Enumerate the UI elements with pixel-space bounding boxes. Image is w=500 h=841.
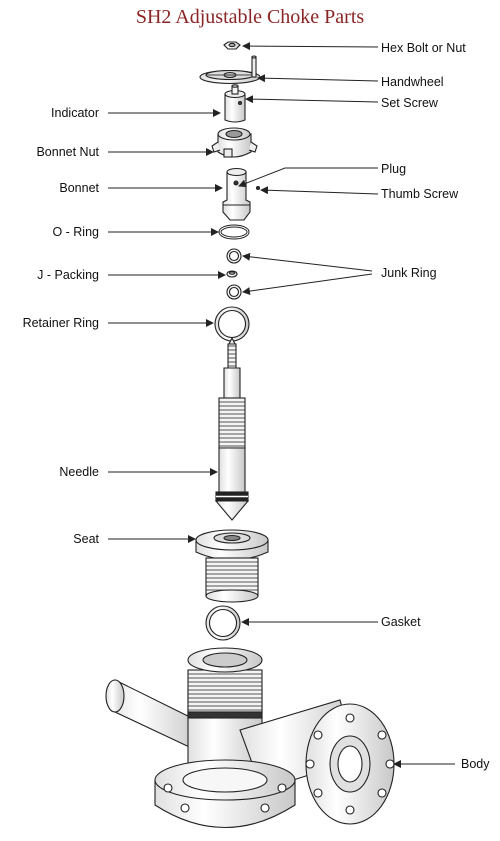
label-bonnet: Bonnet: [59, 181, 99, 195]
label-needle: Needle: [59, 465, 99, 479]
diagram-title: SH2 Adjustable Choke Parts: [135, 6, 365, 28]
label-retainer-ring: Retainer Ring: [22, 316, 99, 330]
leader-junk-ring-upper: [242, 252, 373, 272]
handwheel-part: [199, 55, 261, 85]
leader-set-screw: [245, 95, 379, 104]
gasket-part: [205, 605, 241, 641]
label-plug: Plug: [381, 162, 407, 176]
o-ring-part: [218, 224, 250, 240]
indicator-part: [224, 84, 246, 123]
label-bonnet-nut: Bonnet Nut: [36, 145, 99, 159]
retainer-ring-part: [214, 306, 250, 342]
body-part: [105, 647, 395, 828]
label-indicator: Indicator: [51, 106, 99, 120]
seat-part: [195, 529, 269, 603]
label-set-screw: Set Screw: [381, 96, 438, 110]
junk-ring-lower-part: [226, 284, 242, 300]
label-hex-bolt: Hex Bolt or Nut: [381, 41, 466, 55]
bonnet-nut-part: [211, 127, 258, 158]
j-packing-part: [226, 270, 238, 278]
leader-hex-bolt: [242, 42, 379, 51]
label-j-packing: J - Packing: [37, 268, 99, 282]
hex-bolt-part: [223, 41, 241, 50]
leader-thumb-screw: [260, 186, 379, 195]
label-body: Body: [461, 757, 490, 771]
leader-plug: [238, 167, 378, 188]
label-gasket: Gasket: [381, 615, 421, 629]
label-junk-ring: Junk Ring: [381, 266, 437, 280]
bonnet-part: [222, 167, 261, 221]
label-o-ring: O - Ring: [52, 225, 99, 239]
label-seat: Seat: [73, 532, 99, 546]
leader-handwheel: [257, 74, 379, 83]
junk-ring-upper-part: [226, 248, 242, 264]
label-thumb-screw: Thumb Screw: [381, 187, 459, 201]
needle-part: [214, 336, 250, 521]
leader-junk-ring-lower: [242, 273, 373, 295]
label-handwheel: Handwheel: [381, 75, 444, 89]
